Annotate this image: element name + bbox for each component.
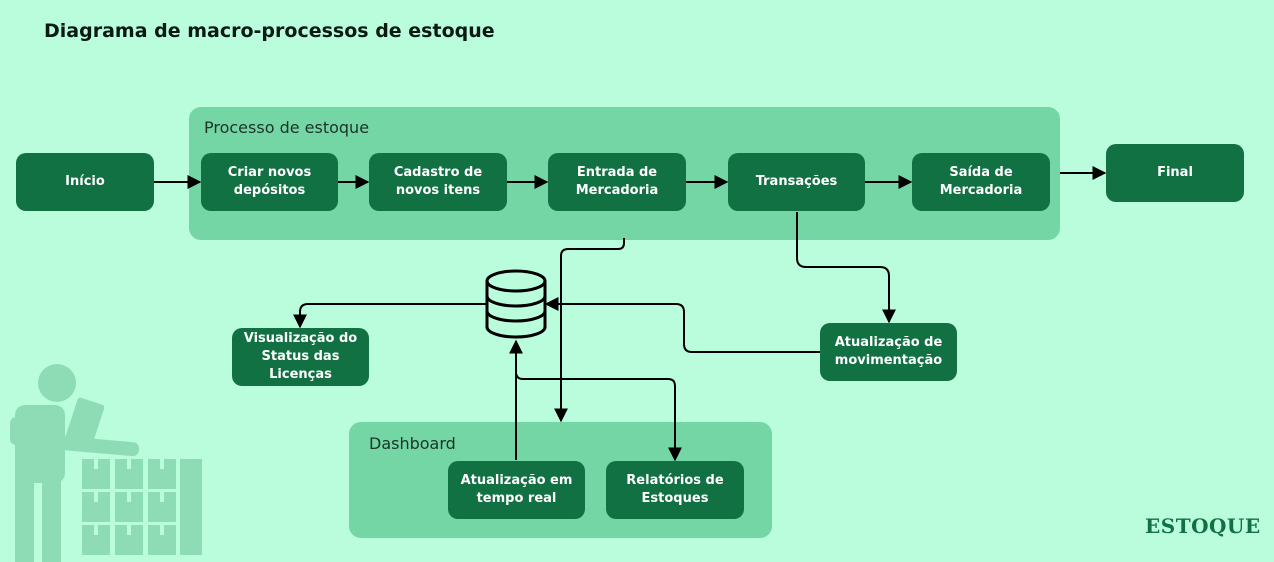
arrow-database-relatorios (515, 371, 682, 462)
node-cadastro-itens: Cadastro de novos itens (369, 153, 507, 211)
process-group-label: Processo de estoque (204, 118, 370, 137)
node-transacoes: Transações (728, 153, 865, 211)
node-entrada-mercadoria: Entrada de Mercadoria (548, 153, 686, 211)
node-relatorios-estoques: Relatórios de Estoques (606, 461, 744, 519)
node-atualizacao-tempo-real: Atualização em tempo real (448, 461, 585, 519)
node-visualizacao-licencas: Visualização do Status das Licenças (232, 328, 369, 386)
arrow-database-visualizacao (293, 303, 486, 329)
database-icon (485, 269, 547, 339)
node-atualizacao-movimentacao: Atualização de movimentação (820, 323, 957, 381)
node-inicio: Início (16, 153, 154, 211)
node-criar-depositos: Criar novos depósitos (201, 153, 338, 211)
arrow-transacoes-movimentacao (796, 212, 896, 324)
dashboard-group-label: Dashboard (369, 434, 456, 453)
brand-logo: ESTOQUE (1145, 514, 1261, 538)
node-saida-mercadoria: Saída de Mercadoria (912, 153, 1050, 211)
arrow-process-dashboard (554, 238, 625, 423)
diagram-title: Diagrama de macro-processos de estoque (44, 20, 495, 42)
worker-with-boxes-illustration (10, 364, 202, 562)
node-final: Final (1106, 144, 1244, 202)
arrow-movimentacao-database (544, 297, 820, 353)
